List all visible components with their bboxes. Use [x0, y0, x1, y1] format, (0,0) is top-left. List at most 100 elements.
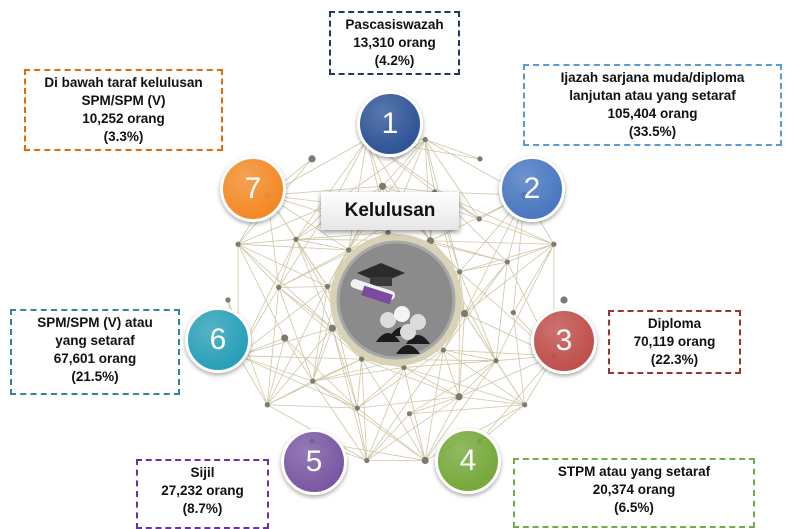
- network-node: [358, 356, 365, 362]
- network-line: [278, 287, 333, 329]
- emblem-inner-ring: [336, 240, 456, 360]
- network-line: [312, 380, 368, 461]
- network-node: [510, 309, 516, 316]
- network-line: [424, 396, 460, 461]
- network-line: [409, 360, 497, 415]
- network-line: [366, 413, 410, 461]
- network-line: [403, 367, 426, 461]
- network-line: [442, 313, 465, 351]
- network-line: [278, 287, 362, 360]
- network-line: [238, 238, 296, 245]
- network-node: [457, 269, 463, 275]
- graduation-cap-icon: [357, 263, 405, 283]
- network-line: [238, 327, 333, 357]
- circle-1: 1: [357, 91, 423, 157]
- network-line: [312, 286, 328, 382]
- network-line: [331, 328, 358, 409]
- person-head-icon: [380, 312, 396, 328]
- person-body-icon: [396, 345, 420, 354]
- network-line: [238, 355, 313, 382]
- network-node: [235, 241, 241, 247]
- network-line: [356, 359, 362, 409]
- network-line: [266, 327, 333, 406]
- network-line: [278, 287, 314, 382]
- network-line: [495, 261, 508, 361]
- network-line: [366, 367, 405, 461]
- network-line: [443, 261, 508, 351]
- network-line: [366, 349, 444, 461]
- network-line: [295, 238, 349, 251]
- network-node: [281, 334, 289, 342]
- network-line: [312, 367, 405, 382]
- network-node: [406, 411, 413, 417]
- network-line: [458, 360, 497, 398]
- circle-7: 7: [220, 156, 286, 222]
- network-line: [267, 404, 358, 409]
- network-node: [422, 136, 428, 143]
- network-line: [312, 358, 362, 382]
- network-line: [442, 349, 460, 397]
- network-line: [403, 367, 525, 406]
- circle-3: 3: [531, 308, 597, 374]
- network-node: [560, 296, 568, 304]
- network-node: [551, 241, 557, 247]
- network-line: [295, 239, 333, 329]
- network-node: [276, 284, 282, 291]
- network-line: [357, 396, 460, 409]
- network-line: [312, 380, 358, 409]
- network-line: [459, 243, 554, 273]
- network-line: [284, 337, 314, 382]
- network-node: [504, 259, 510, 265]
- person-head-icon: [410, 314, 426, 330]
- network-line: [479, 218, 554, 245]
- network-line: [312, 380, 426, 461]
- network-line: [237, 355, 358, 409]
- network-line: [237, 243, 333, 329]
- network-line: [266, 286, 328, 405]
- network-node: [522, 402, 528, 408]
- network-node: [308, 155, 316, 163]
- network-diagram: [225, 136, 568, 465]
- network-line: [357, 367, 405, 409]
- network-line: [507, 243, 555, 263]
- network-line: [424, 139, 480, 220]
- center-title: Kelulusan: [321, 192, 459, 230]
- network-line: [266, 337, 286, 405]
- network-line: [424, 139, 436, 192]
- network-line: [267, 185, 383, 196]
- network-line: [459, 271, 466, 314]
- network-line: [459, 261, 508, 273]
- person-head-icon: [394, 306, 410, 322]
- network-node: [385, 229, 391, 236]
- network-line: [278, 239, 297, 288]
- network-line: [366, 396, 460, 461]
- network-line: [430, 240, 508, 263]
- network-line: [382, 139, 426, 187]
- network-node: [324, 283, 330, 290]
- network-line: [409, 396, 460, 415]
- network-line: [464, 313, 497, 361]
- network-node: [310, 378, 316, 384]
- network-line: [331, 328, 368, 461]
- network-line: [237, 244, 286, 339]
- network-line: [409, 413, 426, 461]
- network-line: [382, 185, 435, 193]
- network-node: [328, 324, 336, 332]
- person-head-icon: [400, 324, 416, 340]
- network-node: [293, 236, 299, 242]
- network-line: [458, 313, 466, 397]
- circle-4: 4: [435, 428, 501, 494]
- network-line: [479, 355, 555, 442]
- network-line: [237, 355, 268, 405]
- network-node: [461, 309, 469, 318]
- network-line: [403, 367, 460, 398]
- network-line: [312, 328, 333, 382]
- network-line: [284, 337, 358, 409]
- network-node: [440, 347, 446, 353]
- network-line: [295, 139, 368, 240]
- network-line: [237, 286, 328, 357]
